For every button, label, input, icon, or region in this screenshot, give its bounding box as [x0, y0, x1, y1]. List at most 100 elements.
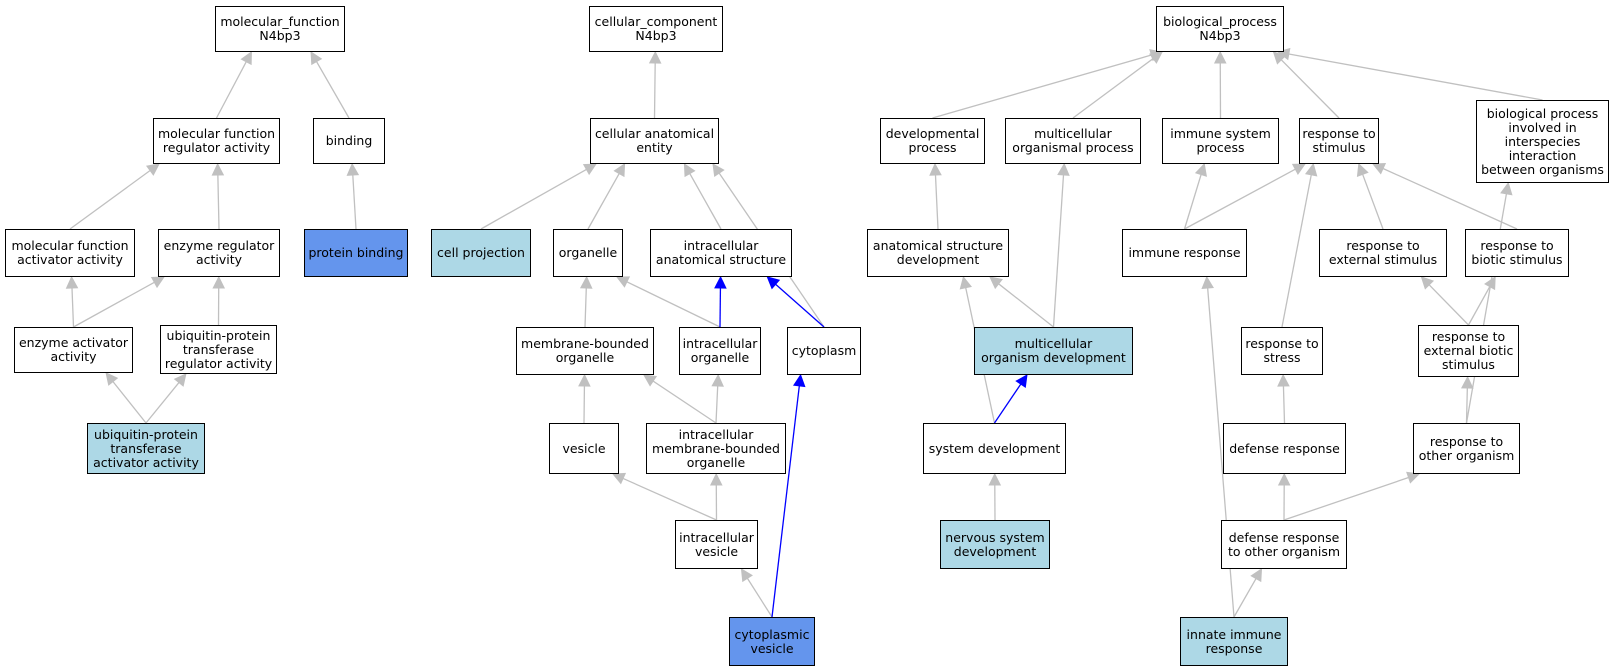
- go-term-label-line: organelle: [558, 245, 618, 260]
- go-term-node[interactable]: cell projection: [431, 229, 531, 277]
- edge-arrowhead: [1277, 472, 1291, 486]
- go-term-label-line: intracellular: [682, 336, 758, 351]
- go-term-node[interactable]: binding: [313, 118, 385, 164]
- go-term-label-line: multicellular: [1014, 336, 1093, 351]
- go-term-label-line: membrane-bounded: [652, 440, 780, 456]
- go-term-label-line: activator activity: [17, 252, 123, 267]
- edge-arrowhead: [105, 372, 119, 386]
- go-term-label-line: response: [1205, 640, 1263, 656]
- go-term-node[interactable]: system development: [923, 423, 1066, 474]
- go-term-label-line: involved in: [1508, 119, 1577, 135]
- go-term-label-line: molecular function: [11, 238, 129, 253]
- go-term-node[interactable]: vesicle: [549, 423, 619, 474]
- go-term-label-line: multicellular: [1034, 126, 1112, 141]
- edge-line: [145, 382, 180, 424]
- go-term-node[interactable]: organelle: [553, 229, 623, 277]
- edge-arrowhead: [643, 374, 658, 387]
- edge-arrowhead: [1213, 50, 1227, 64]
- go-term-label-line: cellular anatomical: [594, 126, 715, 141]
- edge-arrowhead: [1356, 162, 1369, 177]
- edge-arrowhead: [1149, 51, 1163, 64]
- go-term-label-line: stimulus: [1312, 140, 1366, 155]
- go-term-label-line: regulator activity: [164, 355, 273, 371]
- edge-line: [215, 61, 247, 119]
- edge-line: [689, 173, 722, 230]
- go-term-label-line: cellular_component: [594, 14, 718, 29]
- go-term-label-line: biological process: [1486, 105, 1599, 121]
- edge-arrowhead: [613, 163, 626, 178]
- go-term-label-line: interaction: [1508, 147, 1577, 163]
- edge-arrowhead: [712, 163, 725, 178]
- edge-line: [73, 281, 155, 328]
- go-term-label-line: activity: [50, 349, 97, 364]
- edge-line: [998, 283, 1054, 328]
- go-term-label-line: to other organism: [1227, 543, 1341, 559]
- go-term-label-line: process: [908, 140, 957, 155]
- go-term-node[interactable]: cytoplasm: [787, 327, 861, 375]
- edge-arrowhead: [988, 472, 1002, 486]
- go-term-label-line: defense response: [1229, 440, 1340, 456]
- go-term-label-line: protein binding: [308, 245, 404, 260]
- edge-line: [775, 283, 825, 328]
- go-term-node[interactable]: protein binding: [304, 229, 408, 277]
- go-term-label-line: response to: [1429, 433, 1504, 449]
- go-term-label-line: organismal process: [1012, 140, 1134, 155]
- edge-line: [1362, 174, 1384, 230]
- edge-arrowhead: [579, 275, 593, 289]
- go-term-label-line: vesicle: [694, 543, 739, 559]
- go-term-node[interactable]: immune response: [1122, 229, 1247, 277]
- edge-arrowhead: [1420, 276, 1435, 290]
- go-term-label-line: molecular_function: [220, 14, 340, 29]
- edge-arrowhead: [740, 568, 753, 583]
- edge-arrowhead: [711, 373, 724, 387]
- go-term-label-line: response to: [1302, 126, 1376, 141]
- go-term-label-line: response to: [1346, 238, 1420, 253]
- edge-arrowhead: [766, 276, 781, 290]
- edge-line: [584, 287, 587, 328]
- edge-arrowhead: [1201, 275, 1214, 289]
- edge-arrowhead: [615, 276, 631, 288]
- edge-arrowhead: [310, 51, 323, 66]
- go-term-label-line: intracellular: [683, 238, 759, 253]
- go-term-label-line: other organism: [1418, 447, 1515, 463]
- edge-line: [1467, 286, 1491, 326]
- go-term-label-line: N4bp3: [259, 28, 301, 43]
- edge-arrowhead: [1304, 162, 1318, 177]
- edge-line: [652, 380, 717, 424]
- go-term-node[interactable]: defense response: [1223, 423, 1346, 474]
- edge-arrowhead: [714, 275, 727, 289]
- go-term-label-line: cell projection: [437, 245, 525, 260]
- edge-arrowhead: [1250, 568, 1263, 583]
